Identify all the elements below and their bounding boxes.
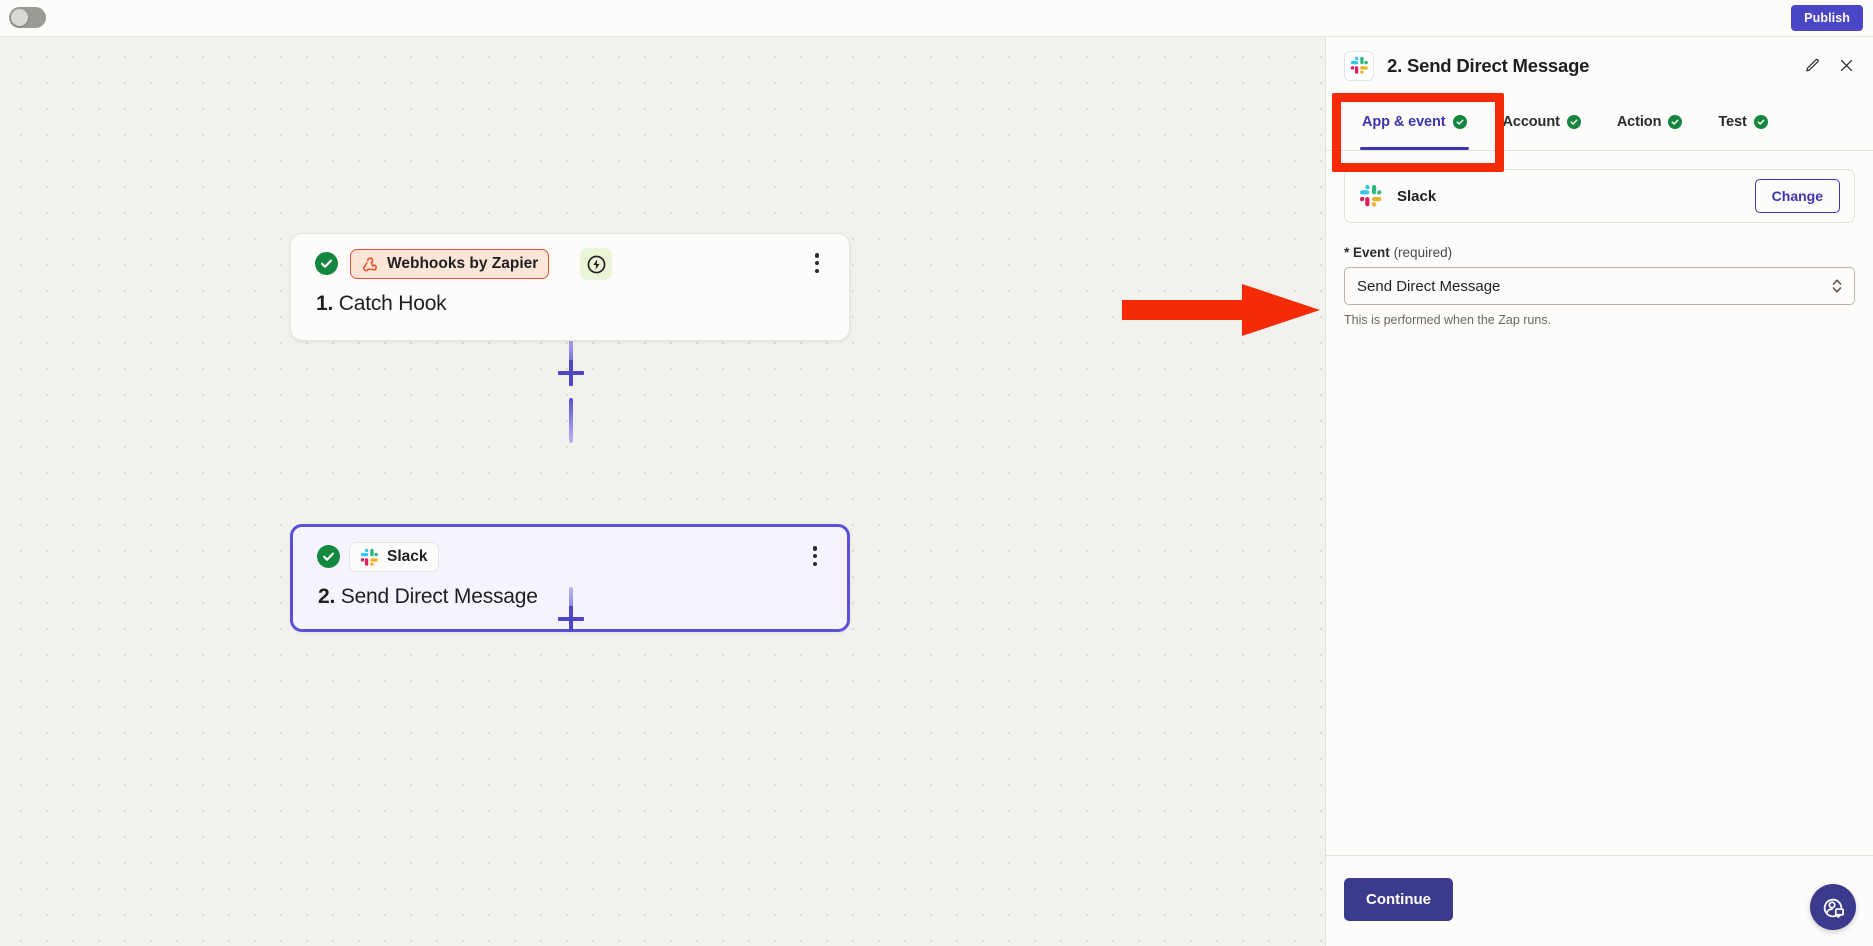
node-1-title: 1. Catch Hook: [316, 292, 447, 316]
publish-button[interactable]: Publish: [1791, 5, 1863, 31]
required-marker: *: [1344, 245, 1350, 260]
event-field-label: * Event (required): [1344, 245, 1855, 260]
node-2-step-title: Send Direct Message: [340, 585, 538, 608]
check-circle-icon: [315, 252, 338, 275]
step-config-panel: 2. Send Direct Message App & event: [1325, 37, 1873, 946]
node-2-step-number: 2.: [318, 585, 336, 608]
slack-icon: [1344, 50, 1374, 81]
tab-complete-check-icon: [1753, 115, 1768, 129]
tab-complete-check-icon: [1668, 115, 1683, 129]
add-step-button-1[interactable]: [556, 358, 586, 388]
selected-app-name: Slack: [1397, 187, 1437, 205]
tab-account[interactable]: Account: [1485, 94, 1599, 150]
chevron-updown-icon: [1831, 277, 1843, 295]
tab-app-and-event-label: App & event: [1362, 114, 1446, 130]
node-1-more-options-button[interactable]: [807, 250, 827, 276]
selected-app-row: Slack Change: [1344, 169, 1855, 223]
app-chip-label-1: Webhooks by Zapier: [387, 255, 539, 272]
slack-icon: [360, 548, 378, 566]
app-chip-webhooks[interactable]: Webhooks by Zapier: [350, 249, 550, 279]
add-step-button-2[interactable]: [556, 604, 586, 634]
toggle-knob: [11, 9, 28, 26]
connector-line-top: [569, 331, 573, 376]
workflow-node-1[interactable]: Webhooks by Zapier 1. Catch Hook: [290, 233, 850, 341]
app-chip-label-2: Slack: [387, 548, 428, 565]
pencil-icon[interactable]: [1799, 53, 1825, 79]
node-1-header: Webhooks by Zapier: [291, 234, 849, 290]
panel-header: 2. Send Direct Message: [1326, 37, 1873, 94]
support-chat-icon[interactable]: [1810, 884, 1856, 930]
event-select[interactable]: Send Direct Message: [1344, 267, 1855, 305]
tab-test-label: Test: [1718, 114, 1747, 130]
panel-title: 2. Send Direct Message: [1387, 54, 1590, 76]
check-circle-icon: [317, 545, 340, 568]
event-select-value: Send Direct Message: [1357, 277, 1501, 295]
tab-account-label: Account: [1502, 114, 1560, 130]
slack-icon: [1359, 184, 1383, 208]
change-app-button[interactable]: Change: [1754, 179, 1840, 213]
panel-tabs: App & event Account Action: [1326, 94, 1873, 151]
tab-complete-check-icon: [1452, 115, 1467, 129]
panel-footer: Continue: [1326, 855, 1873, 946]
app-chip-slack[interactable]: Slack: [349, 542, 439, 572]
webhook-icon: [362, 257, 378, 272]
node-2-header: Slack: [293, 527, 847, 583]
close-icon[interactable]: [1833, 53, 1859, 79]
panel-body: Slack Change * Event (required) Send Dir…: [1326, 151, 1873, 327]
continue-button[interactable]: Continue: [1344, 878, 1453, 921]
node-2-more-options-button[interactable]: [805, 543, 825, 569]
event-required-text: (required): [1393, 245, 1453, 260]
workflow-canvas[interactable]: Webhooks by Zapier 1. Catch Hook: [0, 37, 1325, 946]
tab-action-label: Action: [1616, 114, 1662, 130]
node-1-step-number: 1.: [316, 292, 334, 315]
event-field-help: This is performed when the Zap runs.: [1344, 313, 1552, 327]
connector-line-mid: [569, 398, 573, 443]
tab-action[interactable]: Action: [1599, 94, 1701, 150]
event-label-text: Event: [1353, 245, 1390, 260]
zap-on-off-toggle[interactable]: [9, 7, 46, 28]
tab-test[interactable]: Test: [1700, 94, 1785, 150]
tab-complete-check-icon: [1566, 115, 1581, 129]
node-2-title: 2. Send Direct Message: [318, 585, 538, 609]
tab-app-and-event[interactable]: App & event: [1344, 94, 1485, 150]
top-toolbar: Publish: [0, 0, 1873, 37]
instant-trigger-bolt-icon: [580, 248, 612, 280]
node-1-step-title: Catch Hook: [338, 292, 447, 315]
